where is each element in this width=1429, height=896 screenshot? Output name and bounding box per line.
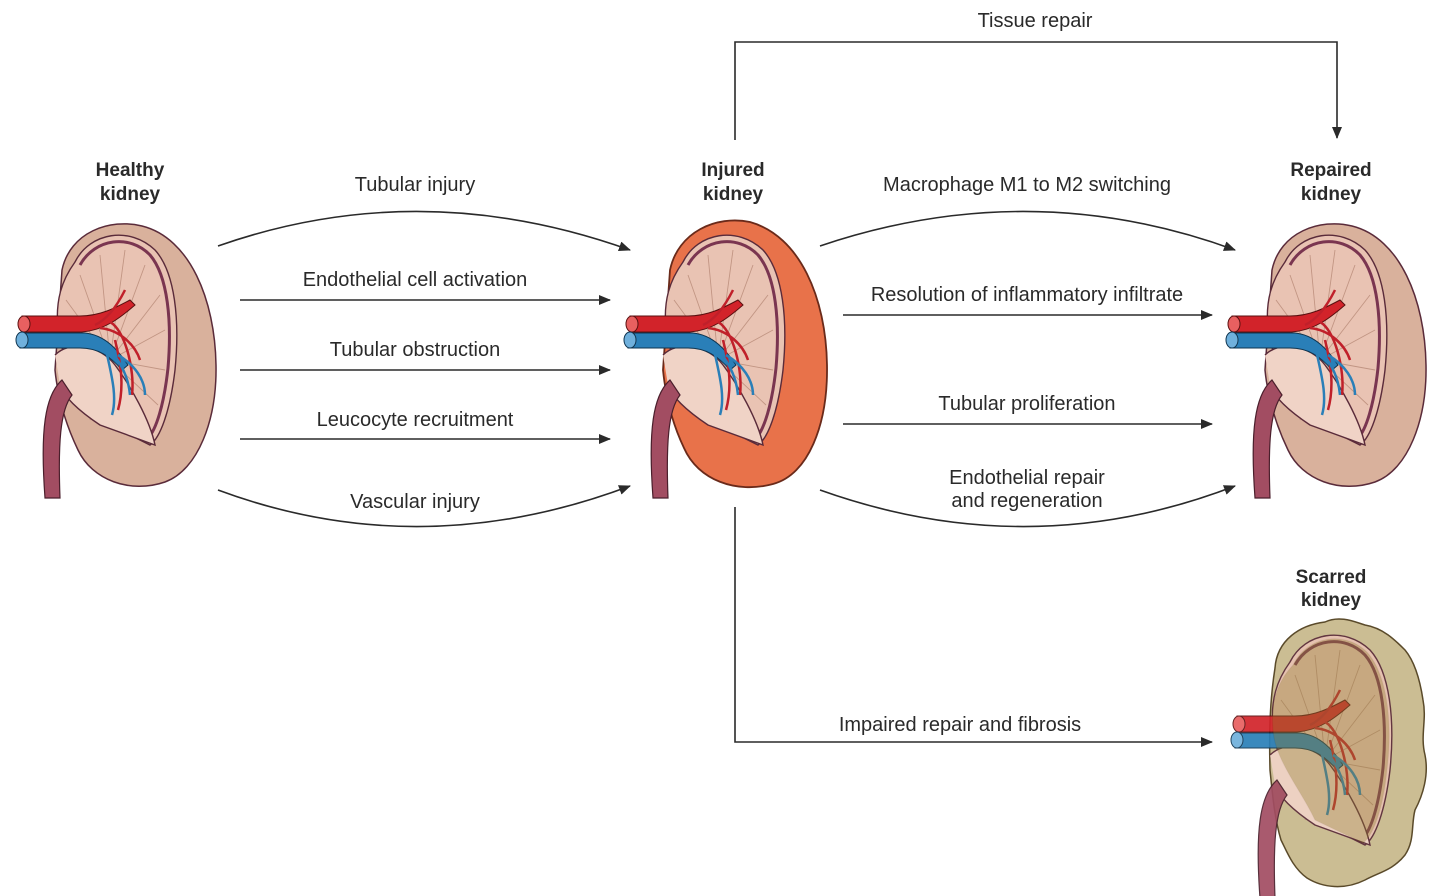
repaired-kidney-illustration [1226,224,1426,498]
arrow-macrophage-switching [820,211,1235,250]
scarred-kidney-illustration [1231,619,1426,896]
healthy-kidney-label: Healthy [96,160,165,181]
repaired-kidney-label: Repaired [1290,160,1371,181]
healthy-kidney-label-2: kidney [100,184,161,205]
label-endothelial-repair-2: and regeneration [951,490,1102,512]
arrow-tubular-injury [218,211,630,250]
scarred-kidney-label-2: kidney [1301,590,1362,611]
injured-kidney-illustration [624,220,827,498]
label-macrophage-switching: Macrophage M1 to M2 switching [883,174,1171,196]
label-tubular-proliferation: Tubular proliferation [938,393,1115,415]
label-impaired-repair-fibrosis: Impaired repair and fibrosis [839,714,1081,736]
label-tissue-repair: Tissue repair [978,10,1093,32]
arrow-impaired-repair-fibrosis [735,507,1212,742]
label-endothelial-repair: Endothelial repair [949,467,1105,489]
scarred-kidney-label: Scarred [1296,567,1367,588]
label-leucocyte-recruitment: Leucocyte recruitment [317,409,514,431]
injured-kidney-label: Injured [701,160,764,181]
label-vascular-injury: Vascular injury [350,491,480,513]
label-endothelial-cell-activation: Endothelial cell activation [303,269,528,291]
label-tubular-injury: Tubular injury [355,174,475,196]
healthy-kidney-illustration [16,224,216,498]
label-resolution-infiltrate: Resolution of inflammatory infiltrate [871,284,1183,306]
injured-kidney-label-2: kidney [703,184,764,205]
arrow-tissue-repair [735,42,1337,140]
label-tubular-obstruction: Tubular obstruction [330,339,500,361]
repaired-kidney-label-2: kidney [1301,184,1362,205]
